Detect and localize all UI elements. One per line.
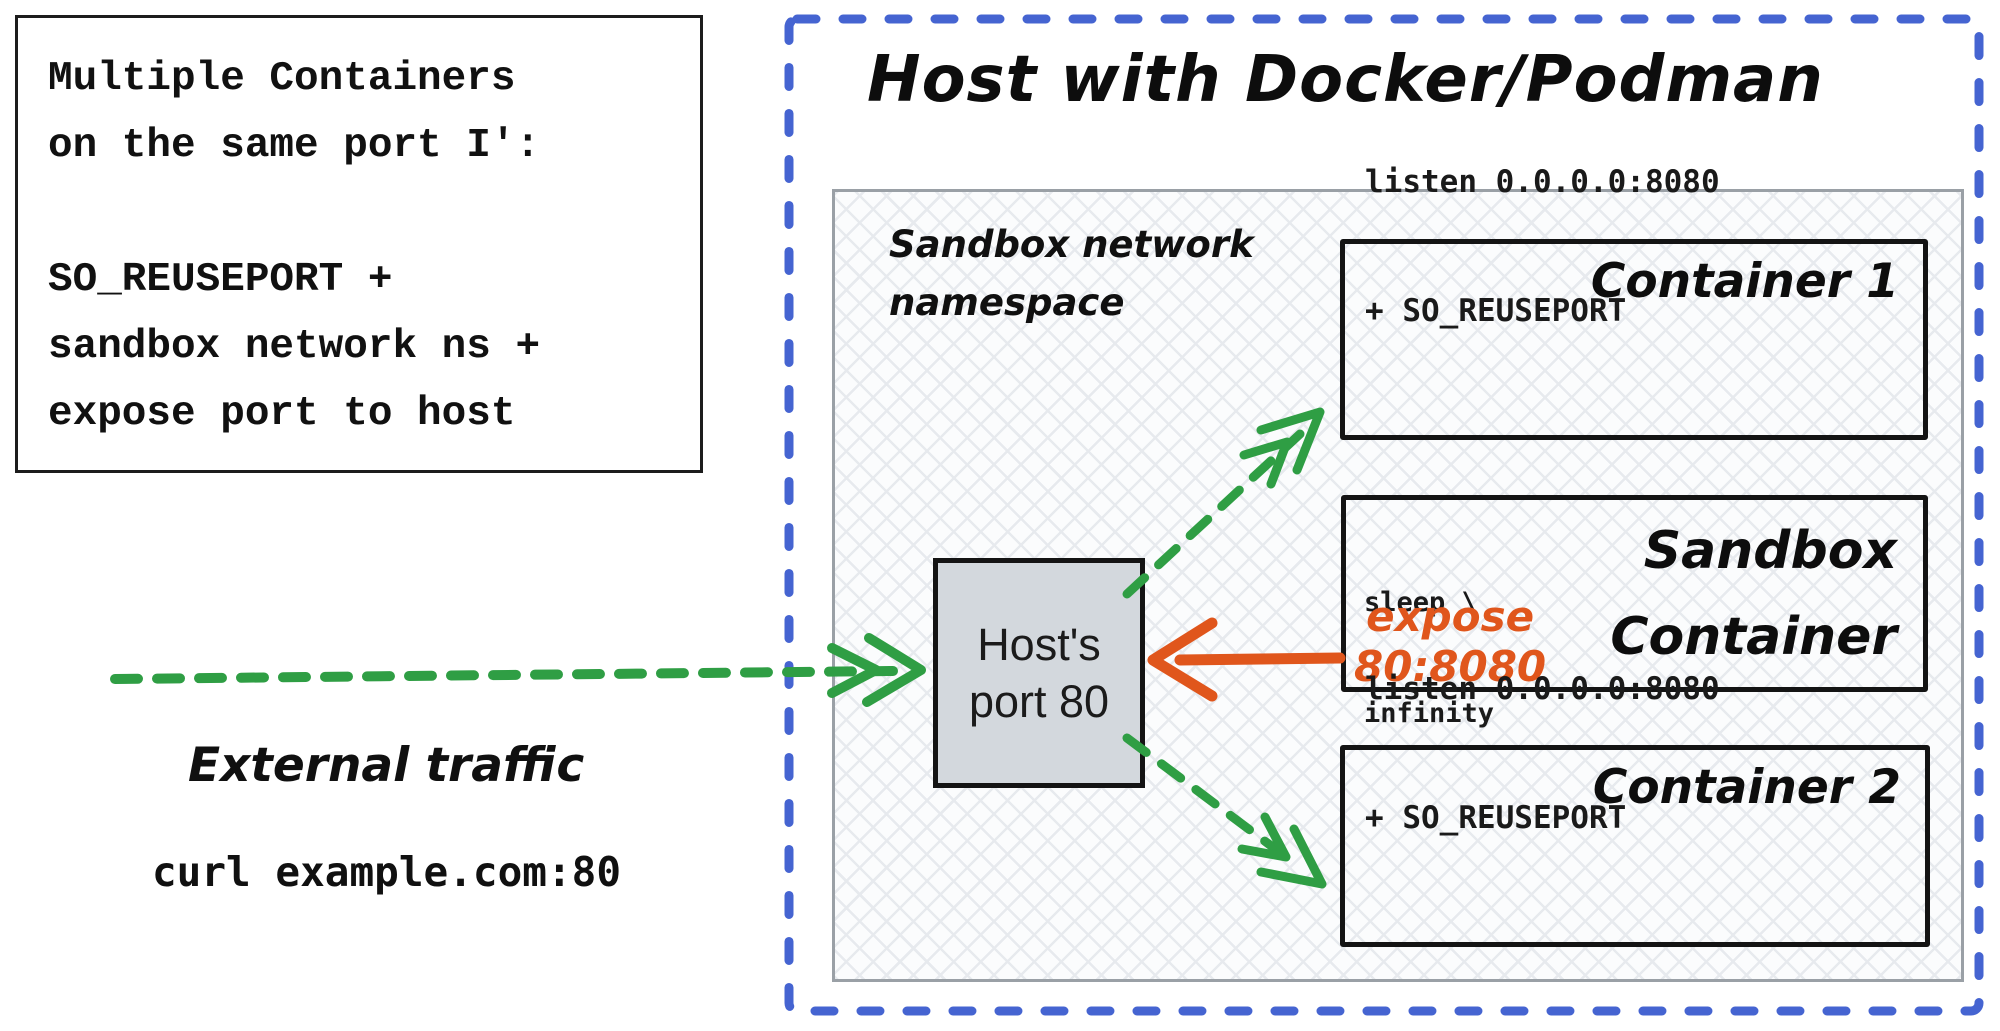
container2-code: listen 0.0.0.0:8080 + SO_REUSEPORT: [1365, 582, 1720, 926]
container2-code-line2: + SO_REUSEPORT: [1365, 800, 1627, 836]
container1-code: listen 0.0.0.0:8080 + SO_REUSEPORT: [1365, 75, 1720, 419]
namespace-label-line1: Sandbox network: [889, 223, 1254, 266]
note-line: sandbox network ns +: [48, 324, 541, 370]
host-port-80-box: Host's port 80: [933, 558, 1145, 788]
namespace-label: Sandbox network namespace: [889, 216, 1254, 332]
host-port-line2: port 80: [968, 676, 1110, 727]
external-traffic-command: curl example.com:80: [152, 848, 621, 896]
host-frame: Host with Docker/Podman Sandbox network …: [785, 15, 1983, 1015]
container1-box: Container 1 listen 0.0.0.0:8080 + SO_REU…: [1340, 164, 1928, 440]
namespace-label-line2: namespace: [889, 281, 1125, 324]
container1-code-line2: + SO_REUSEPORT: [1365, 293, 1627, 329]
container2-code-line1: listen 0.0.0.0:8080: [1365, 671, 1720, 707]
note-line: Multiple Containers: [48, 56, 516, 102]
container1-code-line1: listen 0.0.0.0:8080: [1365, 164, 1720, 200]
note-line: on the same port I':: [48, 123, 541, 169]
host-port-line1: Host's: [977, 619, 1101, 670]
note-card: Multiple Containers on the same port I':…: [15, 15, 703, 473]
external-traffic-label: External traffic: [188, 738, 585, 793]
note-line: expose port to host: [48, 391, 516, 437]
container2-box: Container 2 listen 0.0.0.0:8080 + SO_REU…: [1340, 671, 1930, 947]
note-line: [48, 180, 690, 247]
sandbox-network-namespace-area: Sandbox network namespace Container 1 li…: [832, 164, 1964, 982]
note-line: SO_REUSEPORT +: [48, 257, 393, 303]
